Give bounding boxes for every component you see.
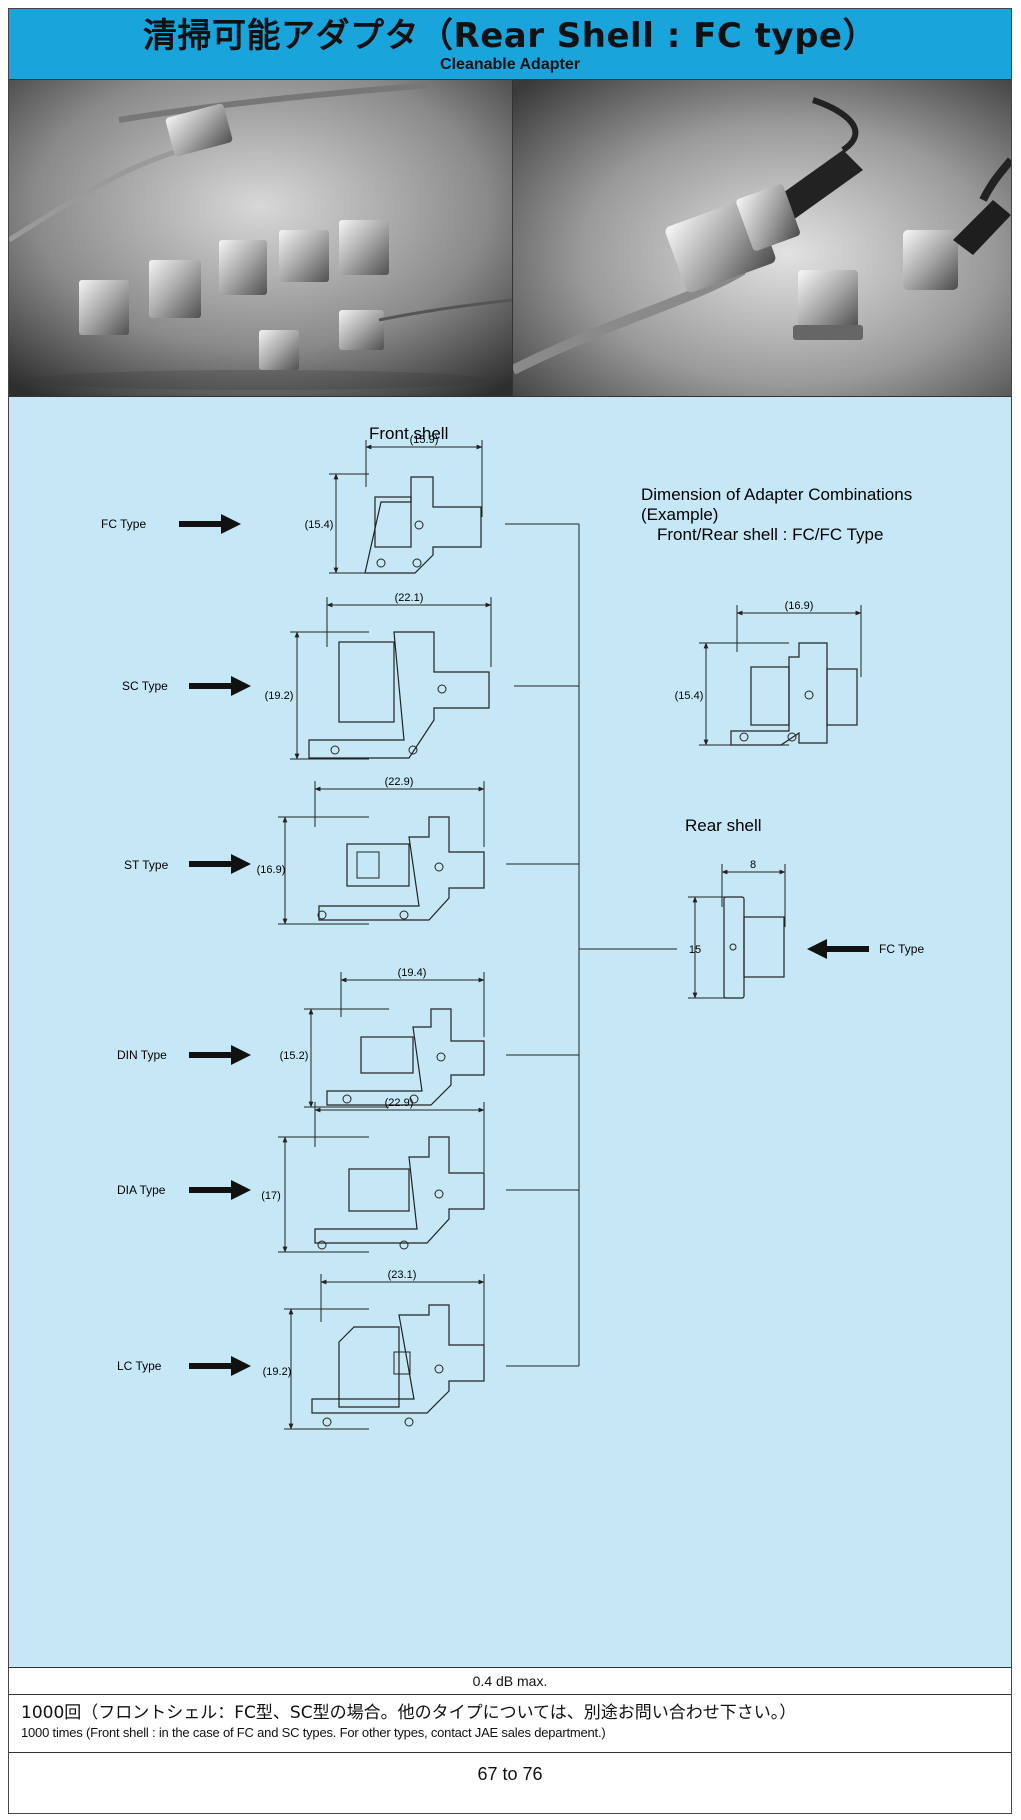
dim-height-din: (15.2): [280, 1050, 309, 1062]
sc-type-drawing: SC Type (22.1) (19.2): [122, 592, 579, 760]
rear-shell-drawing: Rear shell 8 15 FC Type: [685, 816, 924, 999]
dia-type-drawing: DIA Type (22.9) (17): [117, 1097, 579, 1253]
type-label-din: DIN Type: [117, 1048, 167, 1062]
durability-japanese: 1000回（フロントシェル：FC型、SC型の場合。他のタイプについては、別途お問…: [21, 1703, 797, 1723]
durability-row: 1000回（フロントシェル：FC型、SC型の場合。他のタイプについては、別途お問…: [9, 1696, 1011, 1753]
dim-width-din: (19.4): [398, 967, 427, 979]
connector-closeup-photo: [513, 80, 1011, 396]
dim-height-dia: (17): [261, 1190, 281, 1202]
front-shell-heading: Front shell: [369, 424, 448, 443]
combo-dim-width: (16.9): [785, 600, 814, 612]
dim-width-dia: (22.9): [385, 1097, 414, 1109]
st-type-drawing: ST Type (22.9) (16.9): [124, 776, 579, 925]
dim-height-lc: (19.2): [263, 1366, 292, 1378]
din-type-drawing: DIN Type (19.4) (15.2): [117, 967, 579, 1108]
dim-width-st: (22.9): [385, 776, 414, 788]
product-photos: [9, 80, 1011, 397]
combination-example: Dimension of Adapter Combinations (Examp…: [641, 485, 912, 746]
type-label-sc: SC Type: [122, 679, 168, 693]
rear-shell-heading: Rear shell: [685, 816, 762, 835]
rear-dim-height: 15: [689, 944, 701, 956]
adapter-group-photo: [9, 80, 513, 396]
rear-dim-width: 8: [750, 859, 756, 871]
dim-width-fc: (15.9): [410, 434, 439, 446]
dim-height-fc: (15.4): [305, 519, 334, 531]
combo-heading-line3: Front/Rear shell : FC/FC Type: [657, 525, 883, 544]
dim-width-lc: (23.1): [388, 1269, 417, 1281]
rear-type-label: FC Type: [879, 942, 924, 956]
page-range-value: 67 to 76: [477, 1764, 543, 1784]
insertion-loss-row: 0.4 dB max.: [9, 1668, 1011, 1695]
dim-width-sc: (22.1): [395, 592, 424, 604]
combo-heading-line1: Dimension of Adapter Combinations: [641, 485, 912, 504]
durability-english: 1000 times (Front shell : in the case of…: [21, 1725, 606, 1740]
dim-height-sc: (19.2): [265, 690, 294, 702]
lc-type-drawing: LC Type (23.1) (19.2): [117, 1269, 579, 1430]
fc-type-drawing: FC Type (15.9) (15.4): [101, 434, 579, 574]
dimension-diagram: Front shell FC Type (15.9) (15.4): [9, 397, 1011, 1668]
dim-height-st: (16.9): [257, 864, 286, 876]
combo-dim-height: (15.4): [675, 690, 704, 702]
type-label-fc: FC Type: [101, 517, 146, 531]
header-bar: 清掃可能アダプタ（Rear Shell : FC type） Cleanable…: [9, 9, 1011, 80]
insertion-loss-value: 0.4 dB max.: [472, 1673, 548, 1689]
page-subtitle: Cleanable Adapter: [440, 56, 580, 73]
type-label-lc: LC Type: [117, 1359, 162, 1373]
combo-heading-line2: (Example): [641, 505, 718, 524]
page-range-row: 67 to 76: [9, 1754, 1011, 1813]
page-title: 清掃可能アダプタ（Rear Shell : FC type）: [143, 16, 877, 56]
spec-sheet: 清掃可能アダプタ（Rear Shell : FC type） Cleanable…: [8, 8, 1012, 1814]
type-label-dia: DIA Type: [117, 1183, 166, 1197]
type-label-st: ST Type: [124, 858, 169, 872]
